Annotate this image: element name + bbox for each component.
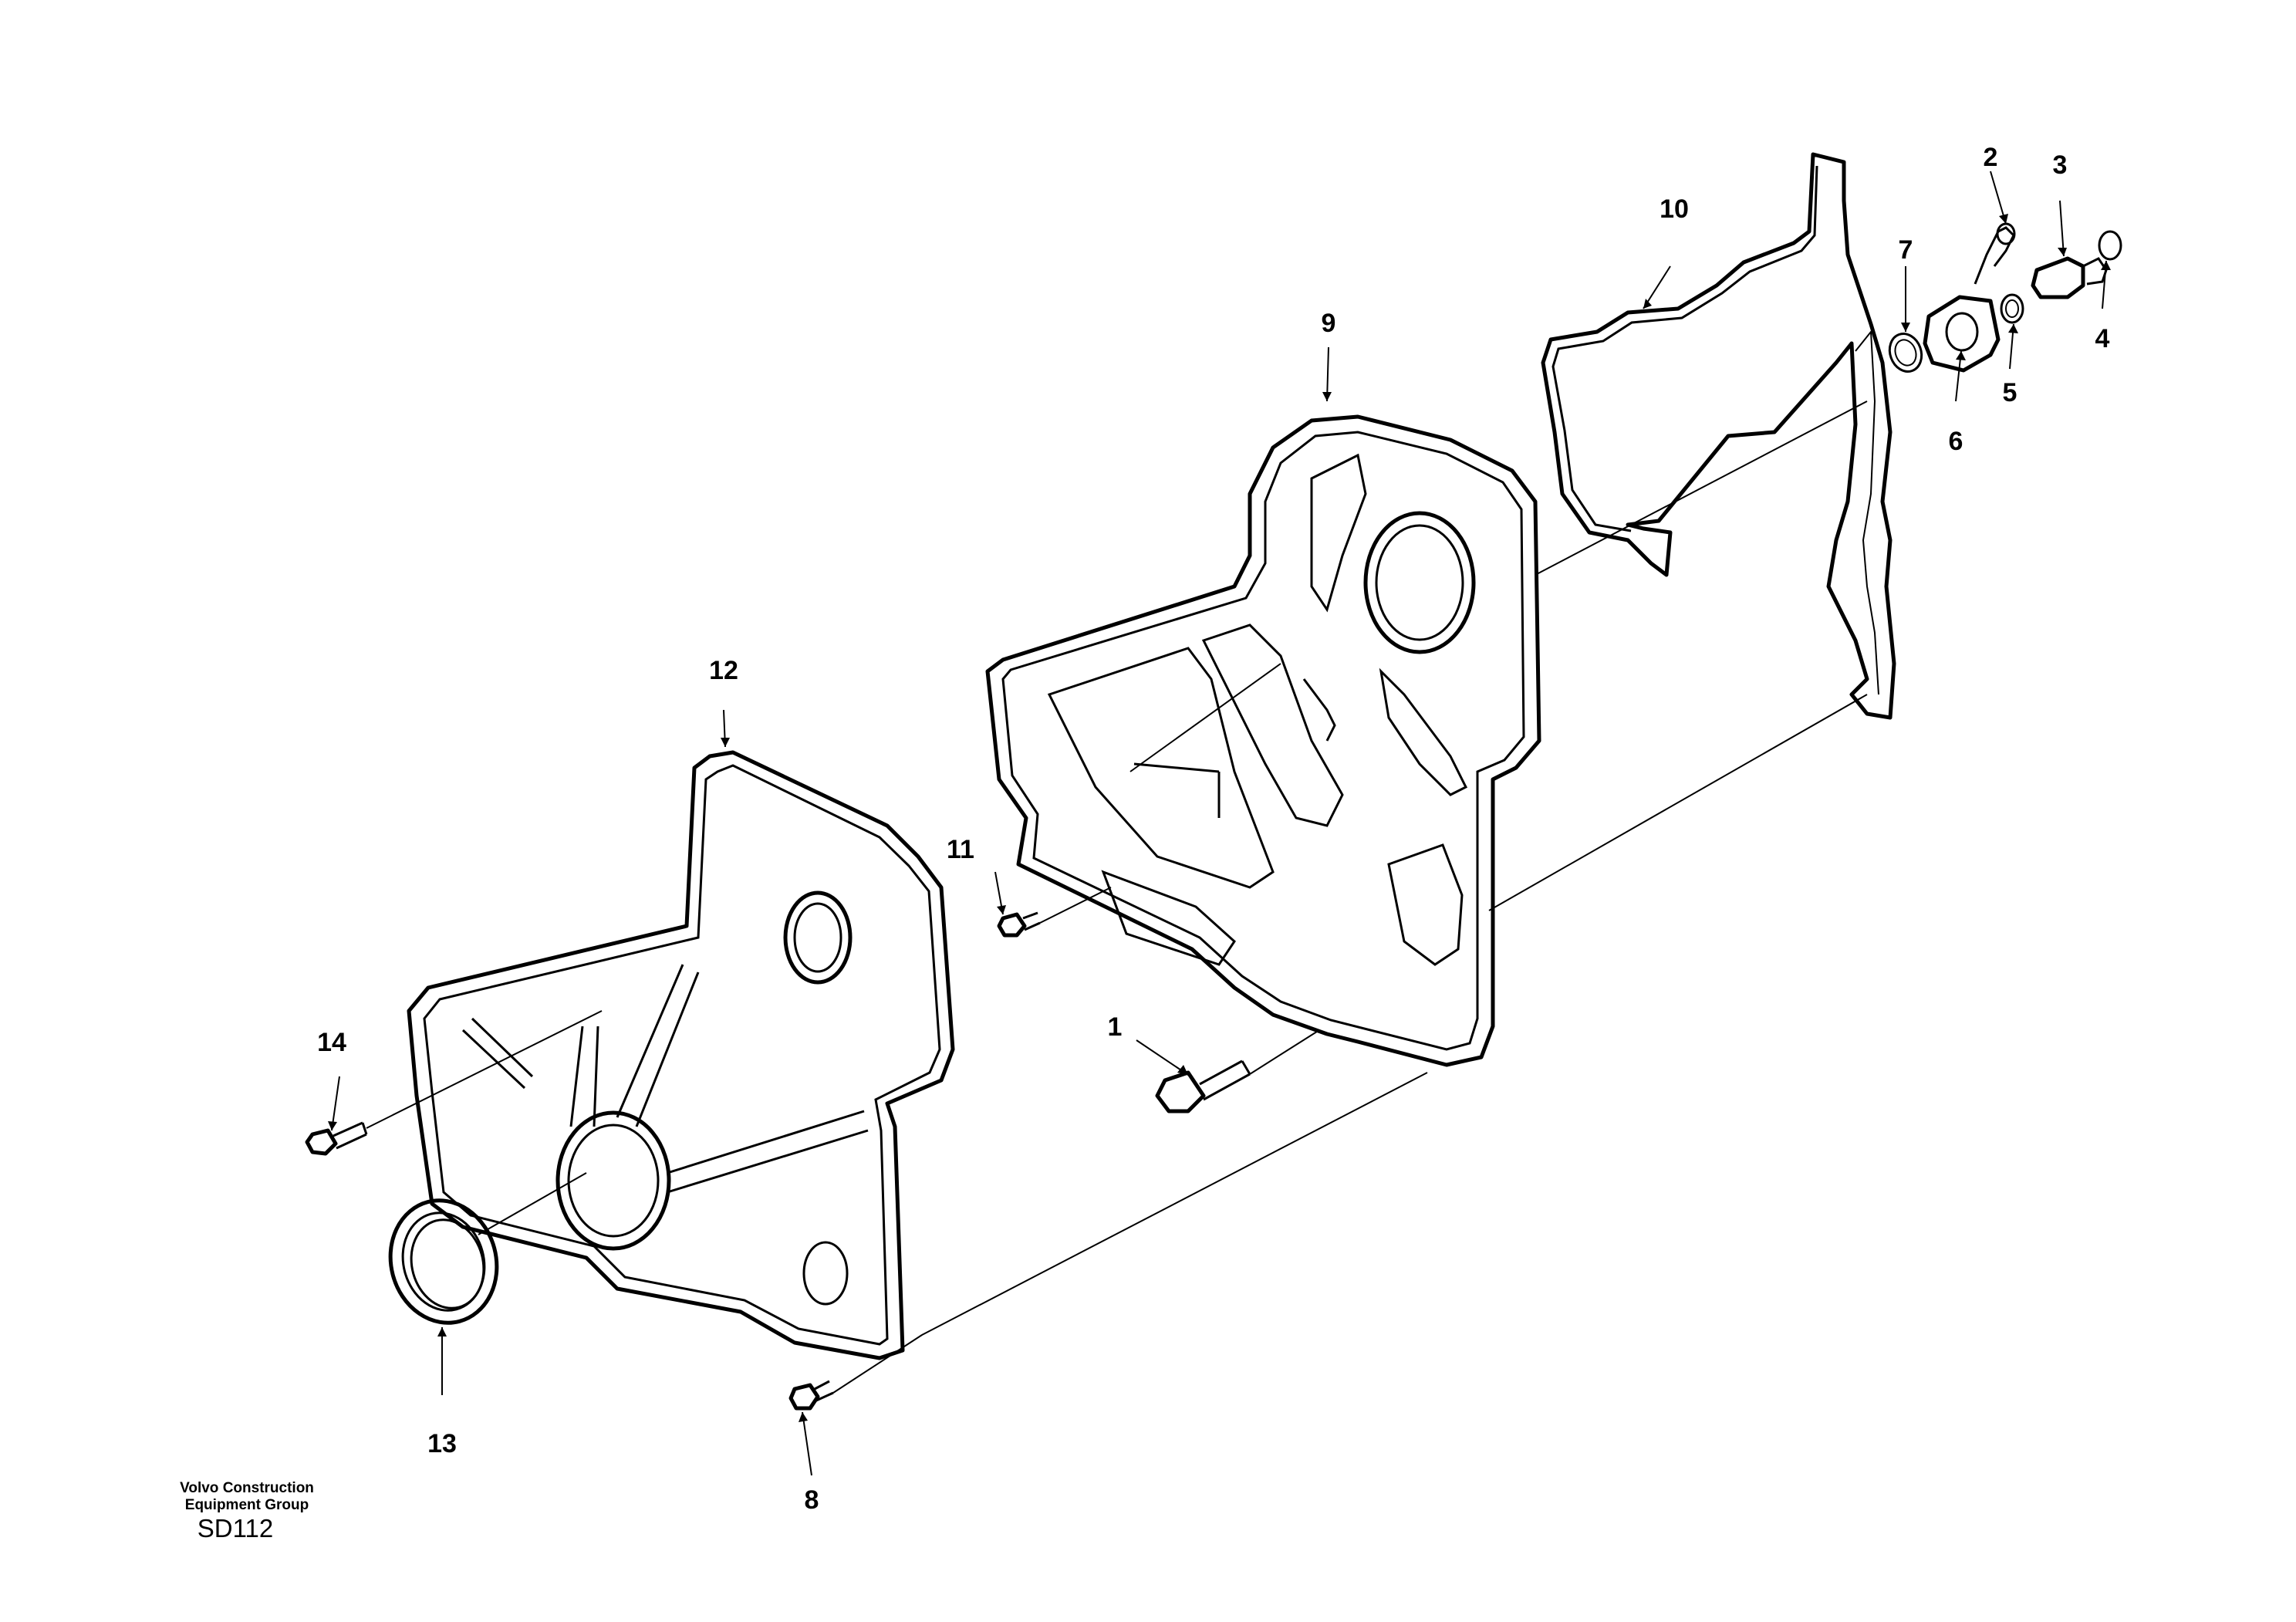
housing-gasket [1541,152,1896,720]
company-line-2: Equipment Group [184,1497,309,1513]
part-label-8: 8 [805,1485,819,1515]
part-label-11: 11 [947,835,974,864]
part-label-3: 3 [2053,150,2068,180]
part-label-10: 10 [1660,194,1689,224]
sensor-assembly [1888,222,2122,373]
part-label-4: 4 [2095,324,2110,353]
part-label-13: 13 [427,1429,457,1458]
company-line-1: Volvo Construction [180,1480,314,1496]
part-label-6: 6 [1949,427,1963,456]
seal-ring [388,1198,499,1325]
gear-housing [985,414,1541,1067]
part-label-12: 12 [709,656,738,685]
leader-lines [328,171,2111,1476]
bolt-long [1155,1059,1251,1113]
part-label-9: 9 [1322,309,1336,338]
sheet-code: SD112 [197,1514,274,1543]
part-label-2: 2 [1984,143,1998,172]
front-gear-cover [407,750,955,1360]
part-label-5: 5 [2003,378,2017,407]
company-name: Volvo Construction Equipment Group [131,1480,363,1514]
part-label-7: 7 [1899,235,1913,265]
part-label-14: 14 [317,1028,346,1057]
part-number-labels: 1 2 3 4 5 6 7 8 9 10 11 12 13 14 [317,143,2109,1515]
plug-bolt [788,1380,834,1411]
bolt-left [305,1121,368,1156]
assembly-lines [366,400,1868,1394]
bolt-small [997,911,1041,938]
part-label-1: 1 [1108,1012,1123,1042]
